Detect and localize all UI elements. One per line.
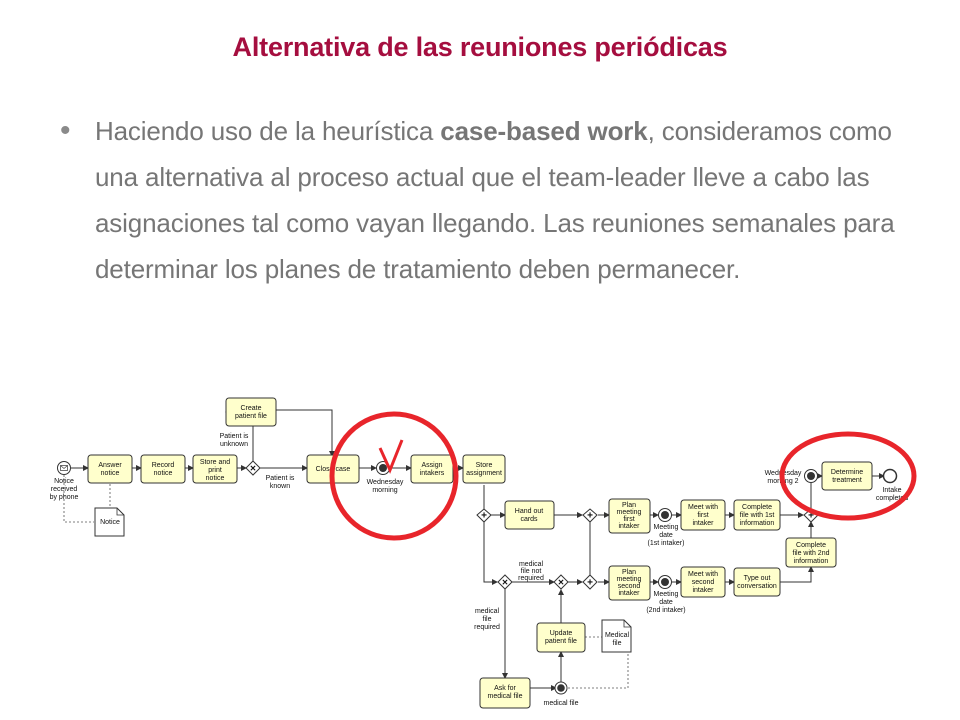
medical-file-message-label: medical file — [543, 700, 578, 707]
svg-text:✕: ✕ — [250, 464, 257, 473]
message-event-medical-file — [554, 681, 568, 695]
svg-text:+: + — [587, 511, 593, 522]
parallel-gateway-split-2: + — [582, 574, 598, 590]
bullet-text-part2: , consideramos como una alternativa al p… — [95, 116, 895, 284]
red-circle-left — [329, 411, 459, 541]
timer-meeting-date-2 — [658, 575, 672, 589]
bullet-marker: • — [60, 114, 71, 147]
red-annotations — [329, 411, 917, 541]
xor-gateway-merge: ✕ — [553, 574, 569, 590]
slide-title: Alternativa de las reuniones periódicas — [232, 32, 728, 62]
sequence-flows — [63, 409, 885, 691]
document-notice: Notice — [94, 507, 125, 537]
bullet-text-part1: Haciendo uso de la heurística — [95, 116, 441, 146]
svg-text:+: + — [481, 511, 487, 522]
bullet-text-bold: case-based work — [440, 116, 648, 146]
parallel-gateway-split: + — [476, 508, 492, 523]
svg-text:✕: ✕ — [558, 578, 565, 587]
svg-text:Notice: Notice — [100, 519, 120, 526]
bullet-list: • Haciendo uso de la heurística case-bas… — [60, 108, 920, 292]
svg-text:+: + — [808, 511, 814, 522]
red-check-mark — [378, 439, 404, 474]
parallel-gateway-join-cards: + — [582, 508, 598, 523]
timer-event-wednesday — [376, 461, 390, 475]
svg-text:+: + — [587, 578, 593, 589]
start-event — [57, 461, 71, 475]
timer-meeting-date-1 — [658, 508, 672, 522]
gateway-patient-known: ✕ — [245, 460, 261, 476]
red-circle-right — [779, 431, 917, 521]
svg-text:✕: ✕ — [502, 578, 509, 587]
xor-gateway-medical: ✕ — [497, 574, 513, 590]
bullet-text: Haciendo uso de la heurística case-based… — [95, 108, 895, 292]
timer-wednesday-2 — [804, 469, 818, 483]
end-event — [882, 468, 898, 484]
bullet-item: • Haciendo uso de la heurística case-bas… — [60, 108, 920, 292]
